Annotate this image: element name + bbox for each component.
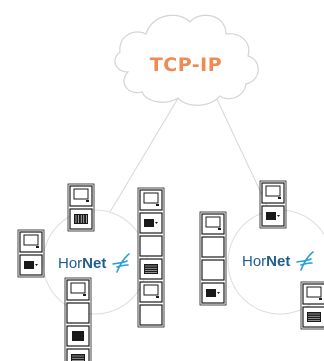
camera-module bbox=[139, 281, 163, 303]
svg-text:HorNet: HorNet bbox=[242, 253, 290, 270]
camera-module bbox=[69, 185, 93, 207]
small-display-module bbox=[66, 325, 90, 347]
blank-module bbox=[139, 304, 163, 326]
cloud-shape bbox=[114, 14, 259, 106]
blank-module bbox=[201, 259, 225, 281]
stack-left-outer bbox=[17, 229, 45, 278]
stack-left-bottom bbox=[64, 277, 92, 361]
hub-right-logo: HorNet bbox=[242, 251, 314, 271]
camera-module bbox=[139, 189, 163, 211]
svg-text:HorNet: HorNet bbox=[58, 255, 106, 272]
speaker-module bbox=[302, 306, 324, 328]
connection-lines bbox=[109, 94, 271, 213]
hub-left-swoosh-icon bbox=[112, 253, 130, 273]
link-cloud-to-hub-left bbox=[109, 94, 181, 213]
blank-module bbox=[66, 302, 90, 324]
hub-right-swoosh-icon bbox=[296, 251, 314, 271]
cloud-label: TCP-IP bbox=[150, 54, 222, 76]
blank-module bbox=[201, 236, 225, 258]
speaker-module bbox=[66, 348, 90, 361]
display-module bbox=[19, 254, 43, 276]
stack-right-top bbox=[259, 180, 287, 229]
stack-left-right bbox=[137, 187, 165, 328]
stack-left-top bbox=[67, 183, 95, 232]
display-module bbox=[201, 282, 225, 304]
camera-module bbox=[261, 182, 285, 204]
camera-module bbox=[66, 279, 90, 301]
hub-left-brand-bold: Net bbox=[82, 255, 106, 272]
camera-module bbox=[19, 231, 43, 253]
display-module bbox=[261, 205, 285, 227]
camera-module bbox=[302, 283, 324, 305]
stack-right-edge bbox=[300, 281, 324, 330]
blank-module bbox=[139, 235, 163, 257]
hub-right-brand-light: Hor bbox=[242, 253, 266, 270]
hub-left-logo: HorNet bbox=[58, 253, 130, 273]
hub-left-brand-light: Hor bbox=[58, 255, 82, 272]
keypad-module bbox=[69, 208, 93, 230]
display-module bbox=[139, 212, 163, 234]
tcp-ip-cloud: TCP-IP bbox=[114, 14, 259, 106]
link-cloud-to-hub-right bbox=[214, 94, 271, 213]
speaker-module bbox=[139, 258, 163, 280]
camera-module bbox=[201, 213, 225, 235]
hub-right-brand-bold: Net bbox=[266, 253, 290, 270]
stack-right-left bbox=[199, 211, 227, 306]
device-stacks bbox=[17, 180, 324, 361]
